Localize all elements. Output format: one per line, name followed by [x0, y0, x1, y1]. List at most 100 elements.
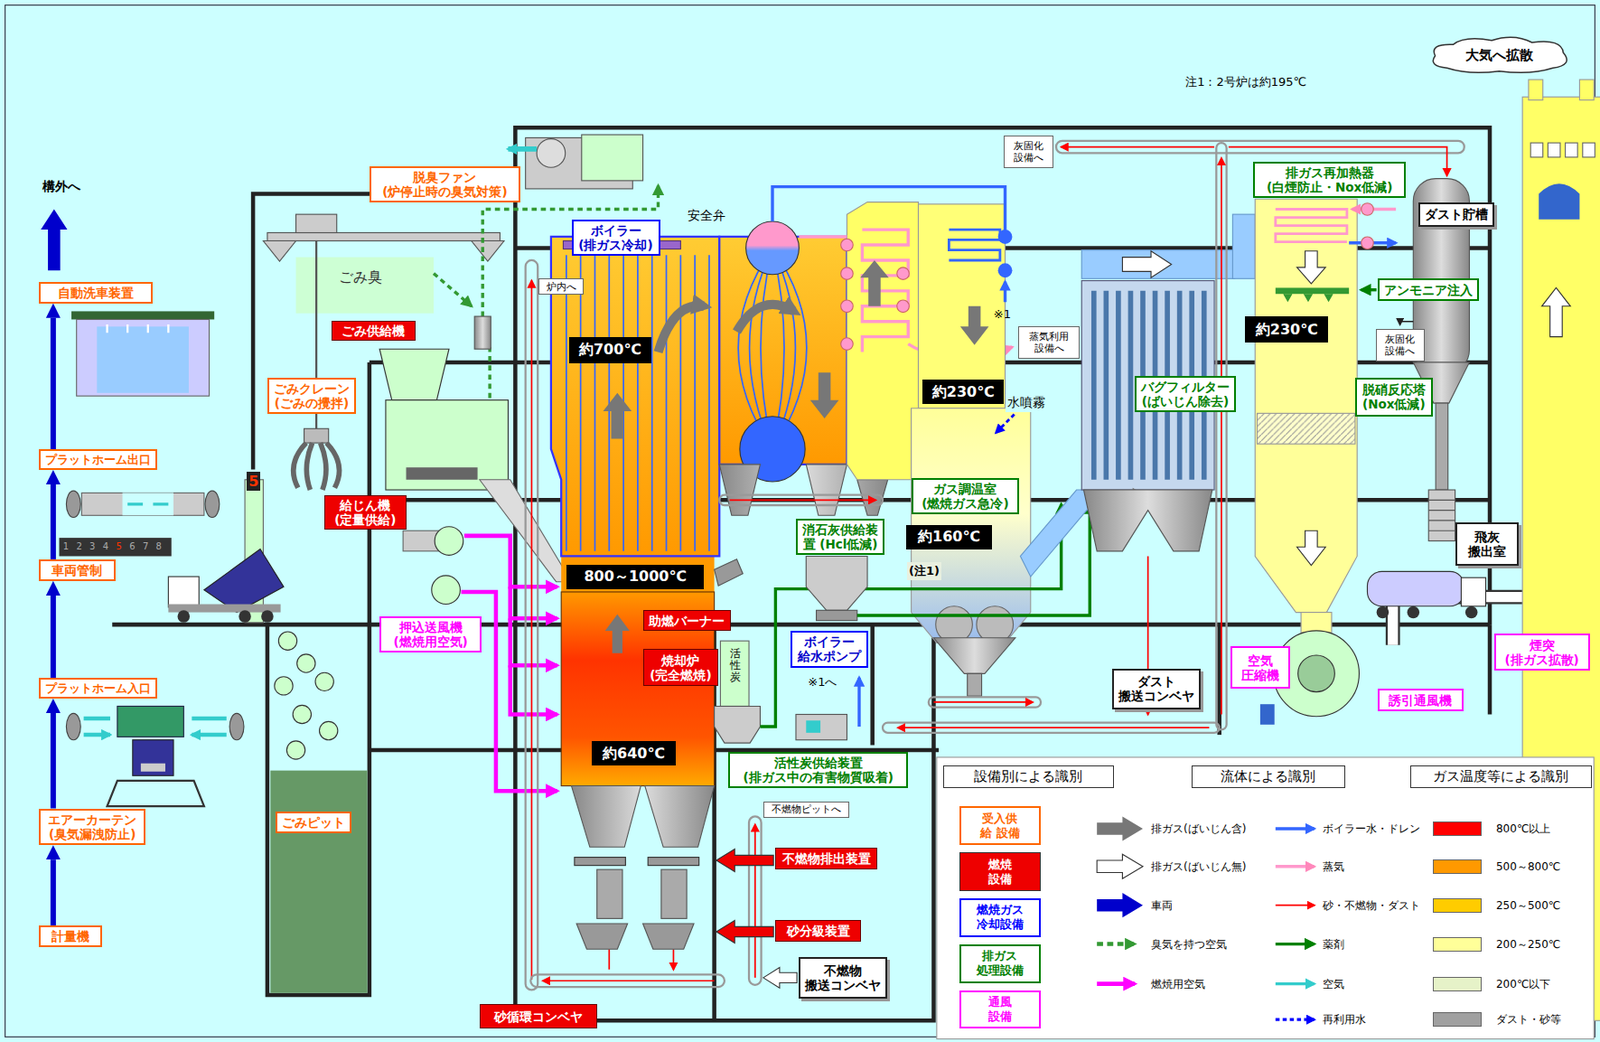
annotation: 5 — [246, 471, 261, 491]
facility-label: エアーカーテン (臭気漏洩防止) — [38, 808, 147, 846]
residue-pointers — [716, 849, 797, 989]
denitration-reactor — [1254, 198, 1357, 612]
legend-text: 臭気を持つ空気 — [1150, 936, 1227, 952]
vehicle-route-figures — [71, 310, 215, 319]
legend-item: 800℃以上 — [1432, 821, 1552, 836]
incinerator — [561, 555, 714, 592]
garbage-pit — [292, 704, 311, 723]
vehicle-flow-arrow — [50, 859, 57, 926]
legend-text: 排ガス 処理設備 — [976, 948, 1024, 978]
vehicle-route-figures — [191, 718, 226, 735]
vehicle-route-figures — [127, 502, 169, 506]
annotation: 7 — [140, 540, 150, 553]
boiler-water-line — [1003, 281, 1007, 303]
facility-label: 車両管制 — [38, 559, 116, 581]
legend-item: 500～800℃ — [1432, 859, 1561, 874]
destination-tag: 灰固化 設備へ — [1003, 135, 1053, 169]
vehicle-route-figures — [204, 549, 284, 613]
legend-item: 空気 — [1322, 976, 1345, 992]
node-text: 約640℃ — [602, 744, 665, 763]
building-frame — [112, 622, 1490, 627]
legend-item: 排ガス 処理設備 — [959, 944, 1041, 983]
annotation: 6 — [127, 540, 137, 553]
chemical-feed — [720, 640, 749, 706]
cloud-outline — [1432, 37, 1567, 74]
treatment-label: アンモニア注入 — [1377, 278, 1479, 301]
incinerator — [571, 785, 715, 848]
combustion-air-lines — [510, 664, 558, 714]
legend-text: 空気 — [1322, 976, 1345, 992]
node-text: バグフィルター (ばいじん除去) — [1141, 379, 1230, 409]
denitration-reactor — [1257, 412, 1356, 444]
legend-swatch: 燃焼 設備 — [959, 851, 1041, 891]
denitration-reactor — [1275, 209, 1348, 243]
legend-panel — [1096, 941, 1135, 946]
denitration-reactor — [1283, 293, 1333, 301]
node-text: 炉内へ — [546, 280, 577, 293]
node-text: 約160℃ — [917, 527, 981, 546]
annotation: 安全弁 — [685, 206, 728, 225]
economizer — [846, 202, 918, 480]
equipment-label: ダスト 搬送コンベヤ — [1112, 668, 1201, 710]
dust-tank — [1428, 499, 1455, 531]
vehicle-route-figures — [238, 609, 252, 623]
legend-swatch — [1432, 976, 1482, 992]
bag-filter — [1061, 146, 1215, 149]
legend-item: 車両 — [1150, 898, 1173, 913]
node-text: 空気 圧縮機 — [1241, 653, 1280, 683]
chemical-feed — [805, 720, 821, 733]
facility-label: ごみピット — [275, 811, 352, 833]
combustion-label: 助燃バーナー — [643, 609, 731, 631]
sand-conveyors — [542, 979, 715, 982]
garbage-pit — [315, 672, 334, 691]
vehicle-route-figures — [261, 609, 274, 623]
node-text: ボイラー 給水ポンプ — [797, 634, 861, 664]
node-text: 飛灰 搬出室 — [1468, 529, 1507, 559]
annotation: 構外へ — [40, 177, 83, 197]
legend-text: 薬剤 — [1322, 936, 1345, 952]
node-text: 蒸気利用 設備へ — [1029, 330, 1069, 355]
denitration-reactor — [1297, 251, 1327, 284]
legend-text: 250～500℃ — [1496, 898, 1561, 913]
odor-air-lines — [433, 273, 472, 307]
facility-label: 脱臭ファン (炉停止時の臭気対策) — [369, 166, 521, 203]
garbage-pit — [286, 740, 305, 759]
vehicle-route-figures — [122, 492, 174, 515]
combustion-air-lines — [464, 535, 558, 587]
treatment-label: 排ガス再加熱器 (白煙防止・Nox低減) — [1253, 161, 1406, 199]
vehicle-route-figures — [84, 718, 111, 735]
building-frame — [1487, 624, 1493, 714]
legend-panel — [936, 757, 1594, 1039]
denitration-reactor — [1361, 236, 1375, 250]
legend-panel — [936, 757, 1594, 1039]
residue-pointers — [716, 849, 774, 872]
chimney — [1565, 142, 1579, 158]
incinerator — [647, 857, 699, 866]
legend-item: 通風 設備 — [959, 990, 1041, 1030]
crane — [304, 428, 329, 443]
equipment-label: ダスト貯槽 — [1418, 202, 1495, 227]
cooling-label: ボイラー (排ガス冷却) — [571, 219, 661, 257]
vehicle-route-figures — [132, 739, 174, 777]
chemical-feed — [857, 677, 861, 727]
garbage-pit — [274, 676, 293, 695]
chimney — [1582, 142, 1596, 158]
temperature-tag: 約160℃ — [906, 524, 992, 550]
equipment-label: 飛灰 搬出室 — [1455, 522, 1519, 565]
residue-pointers — [763, 967, 797, 989]
legend-item: ダスト・砂等 — [1432, 1011, 1562, 1027]
crane — [293, 442, 340, 490]
dust-tank — [1366, 570, 1464, 606]
bag-filter — [1081, 250, 1235, 280]
legend-panel — [1096, 815, 1143, 841]
legend-text: 受入供給 設備 — [980, 811, 1020, 841]
legend-text: 500～800℃ — [1496, 859, 1561, 874]
feeder — [431, 575, 461, 605]
combustion-label: 砂分級装置 — [775, 919, 861, 943]
bag-filter — [882, 140, 1465, 733]
annotation: (注1) — [907, 561, 942, 581]
incinerator — [574, 857, 626, 866]
facility-label: ごみクレーン (ごみの攪拌) — [267, 377, 356, 414]
sand-conveyors — [525, 260, 539, 990]
legend-panel — [1275, 826, 1315, 830]
